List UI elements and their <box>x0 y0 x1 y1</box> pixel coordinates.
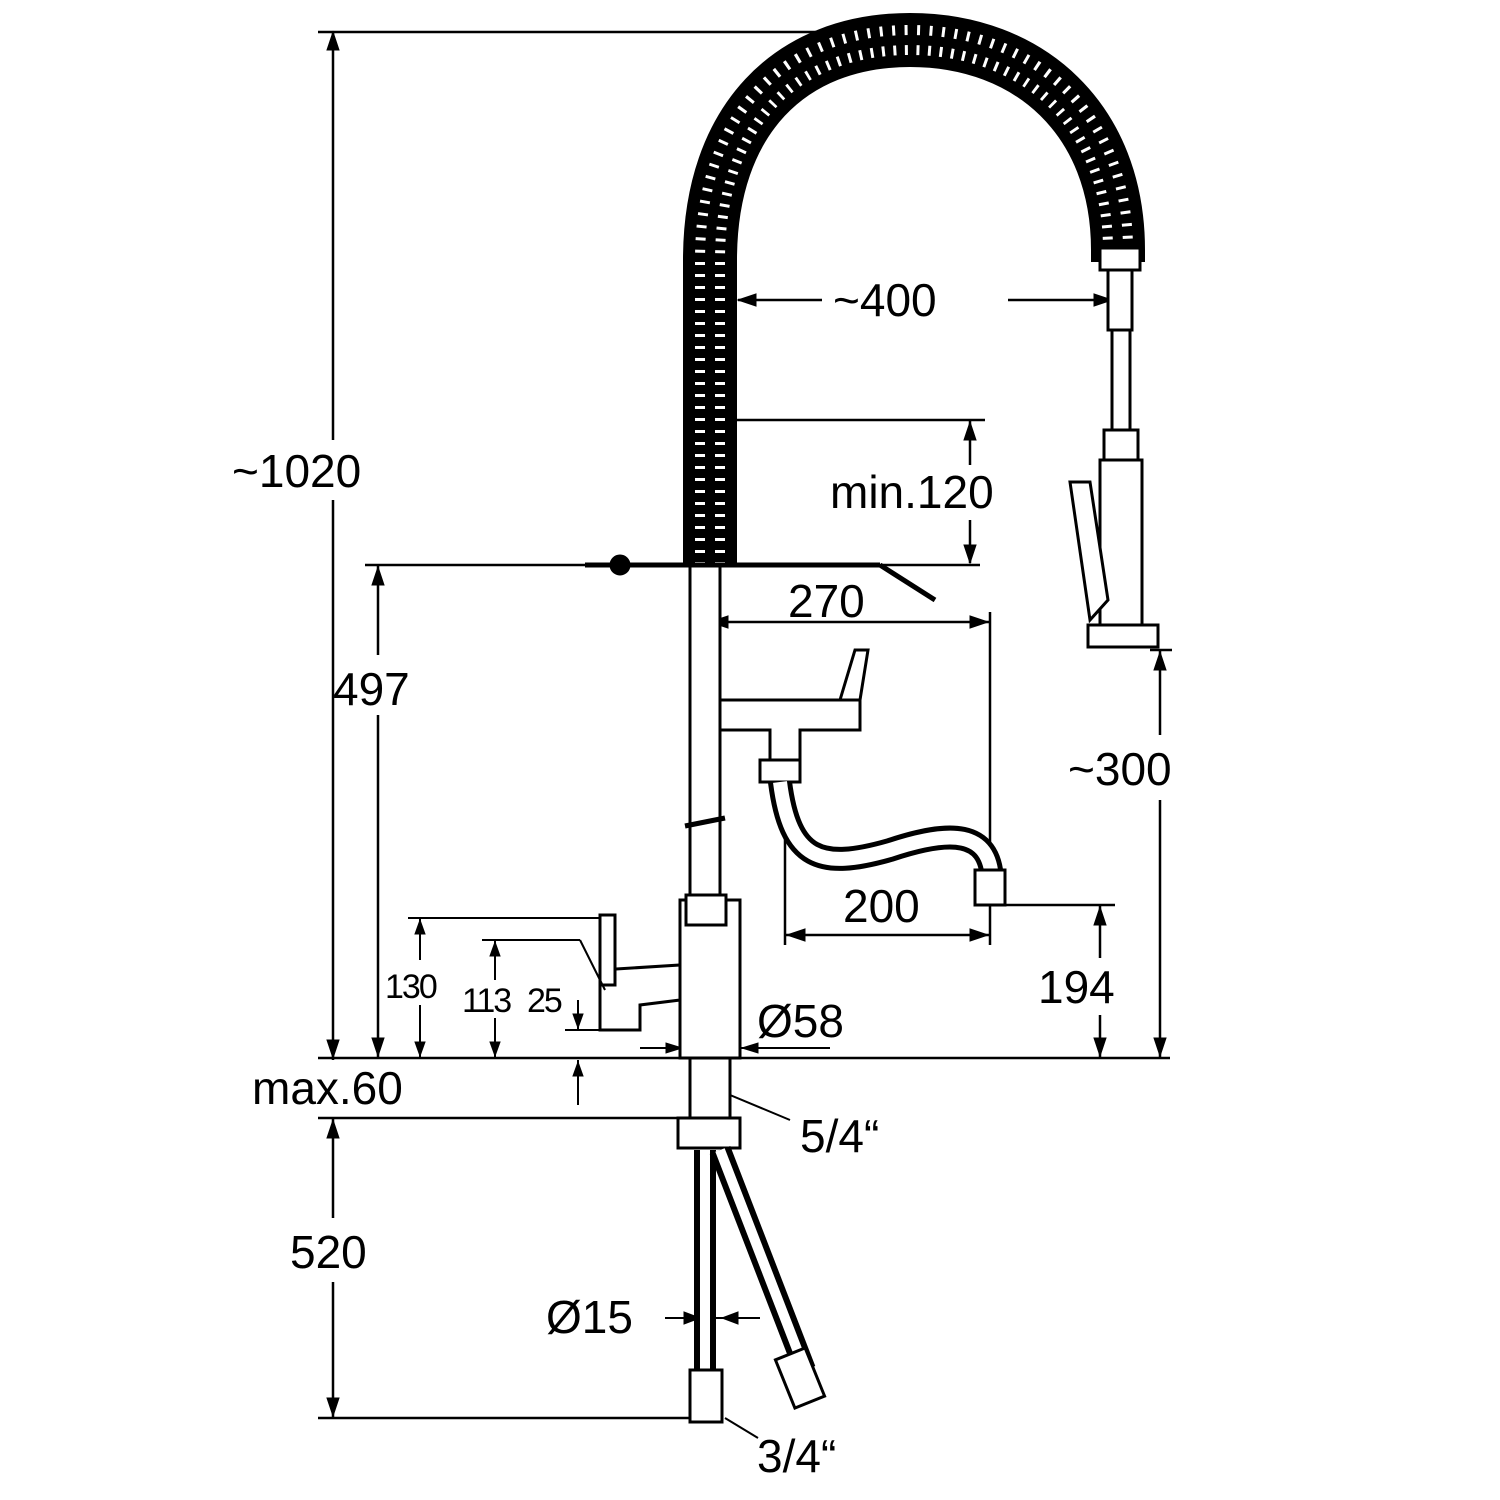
label-spray-height: ~300 <box>1068 743 1172 795</box>
aux-mixer <box>718 698 862 762</box>
dimension-labels: ~1020 ~400 min.120 497 270 ~300 200 194 … <box>232 274 1172 1482</box>
label-spout-reach: 270 <box>788 575 865 627</box>
label-supply-length: 520 <box>290 1226 367 1278</box>
label-body-diameter: Ø58 <box>757 995 844 1047</box>
aux-spout <box>768 780 1004 882</box>
label-hose-reach: ~400 <box>833 274 937 326</box>
spout-column <box>688 563 722 907</box>
label-lever-25: 25 <box>527 982 562 1020</box>
label-aux-reach: 200 <box>843 880 920 932</box>
faucet-body <box>579 12 1160 1424</box>
label-min-clearance: min.120 <box>830 466 994 518</box>
mounting-nut <box>676 1116 742 1150</box>
label-thread-supply: 3/4“ <box>757 1430 836 1482</box>
label-lever-130: 130 <box>385 968 437 1006</box>
label-thread-main: 5/4“ <box>800 1110 879 1162</box>
label-spout-height: 497 <box>333 663 410 715</box>
label-aux-height: 194 <box>1038 961 1115 1013</box>
label-height-total: ~1020 <box>232 445 361 497</box>
label-hose-diameter: Ø15 <box>546 1291 633 1343</box>
label-deck-thickness: max.60 <box>252 1062 403 1114</box>
label-lever-113: 113 <box>462 982 511 1020</box>
